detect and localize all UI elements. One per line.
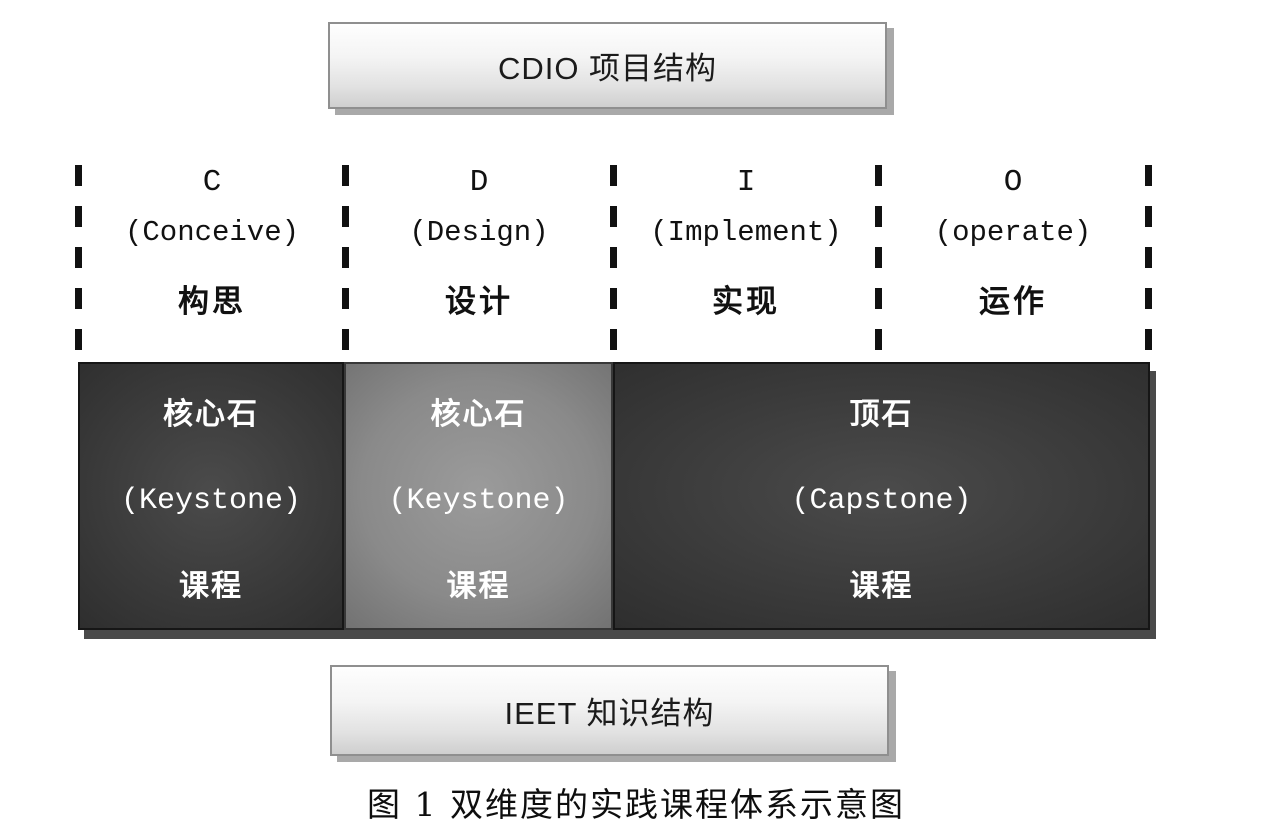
block-title-en: (Keystone): [120, 484, 302, 518]
column-header-implement: I (Implement) 实现: [612, 163, 880, 323]
column-en-name: (Design): [409, 216, 549, 249]
column-header-conceive: C (Conceive) 构思: [78, 163, 346, 323]
block-title-cn: 核心石: [163, 398, 259, 431]
block-title-cn: 核心石: [430, 398, 527, 431]
column-letter: D: [469, 165, 489, 200]
block-title-en: (Keystone): [388, 484, 569, 518]
column-letter: C: [202, 165, 222, 200]
column-cn-name: 实现: [712, 284, 780, 319]
block-course-label: 课程: [446, 570, 511, 603]
ieet-structure-label: IEET 知识结构: [504, 696, 715, 731]
column-en-name: (Implement): [650, 216, 842, 249]
dashed-divider-5: [1145, 165, 1152, 362]
column-letter: I: [736, 165, 756, 200]
dashed-divider-4: [875, 165, 882, 362]
dashed-divider-1: [75, 165, 82, 362]
dashed-divider-3: [610, 165, 617, 362]
column-cn-name: 运作: [979, 284, 1047, 319]
cdio-structure-label-box: CDIO 项目结构: [328, 22, 887, 109]
block-title-en: (Capstone): [791, 484, 972, 518]
capstone-course-block: 顶石 (Capstone) 课程: [613, 362, 1150, 630]
column-en-name: (Conceive): [124, 216, 300, 249]
figure-caption: 图 1 双维度的实践课程体系示意图: [367, 785, 905, 824]
column-letter: O: [1003, 165, 1023, 200]
ieet-structure-label-box: IEET 知识结构: [330, 665, 889, 756]
column-cn-name: 设计: [445, 284, 513, 319]
keystone-course-block-1: 核心石 (Keystone) 课程: [78, 362, 344, 630]
column-header-operate: O (operate) 运作: [879, 163, 1147, 323]
column-header-design: D (Design) 设计: [345, 163, 613, 323]
block-course-label: 课程: [179, 570, 243, 603]
block-course-label: 课程: [849, 570, 914, 603]
block-title-cn: 顶石: [849, 398, 914, 431]
cdio-structure-label: CDIO 项目结构: [497, 51, 718, 86]
column-en-name: (operate): [934, 216, 1092, 249]
dashed-divider-2: [342, 165, 349, 362]
keystone-course-block-2: 核心石 (Keystone) 课程: [344, 362, 613, 630]
column-cn-name: 构思: [178, 284, 246, 319]
